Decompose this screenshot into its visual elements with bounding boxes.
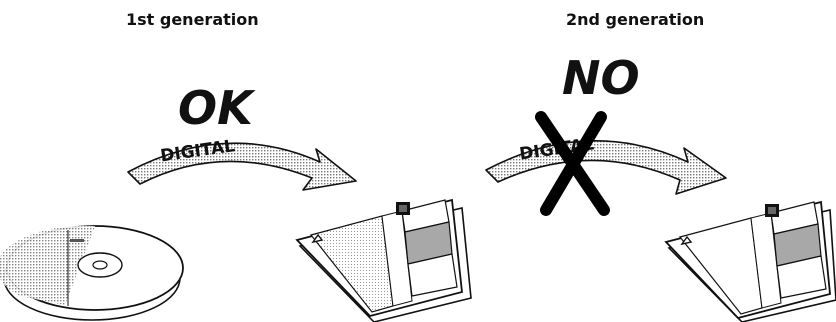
- compact-disc-icon: [0, 226, 183, 320]
- copy-step-second: NO DIGITAL: [486, 51, 726, 210]
- minidisc-icon-second: [666, 202, 836, 322]
- copy-step-first: OK DIGITAL: [128, 81, 356, 190]
- minidisc-icon-first: [297, 200, 471, 322]
- no-status-word: NO: [562, 51, 640, 105]
- ok-status-word: OK: [178, 81, 256, 135]
